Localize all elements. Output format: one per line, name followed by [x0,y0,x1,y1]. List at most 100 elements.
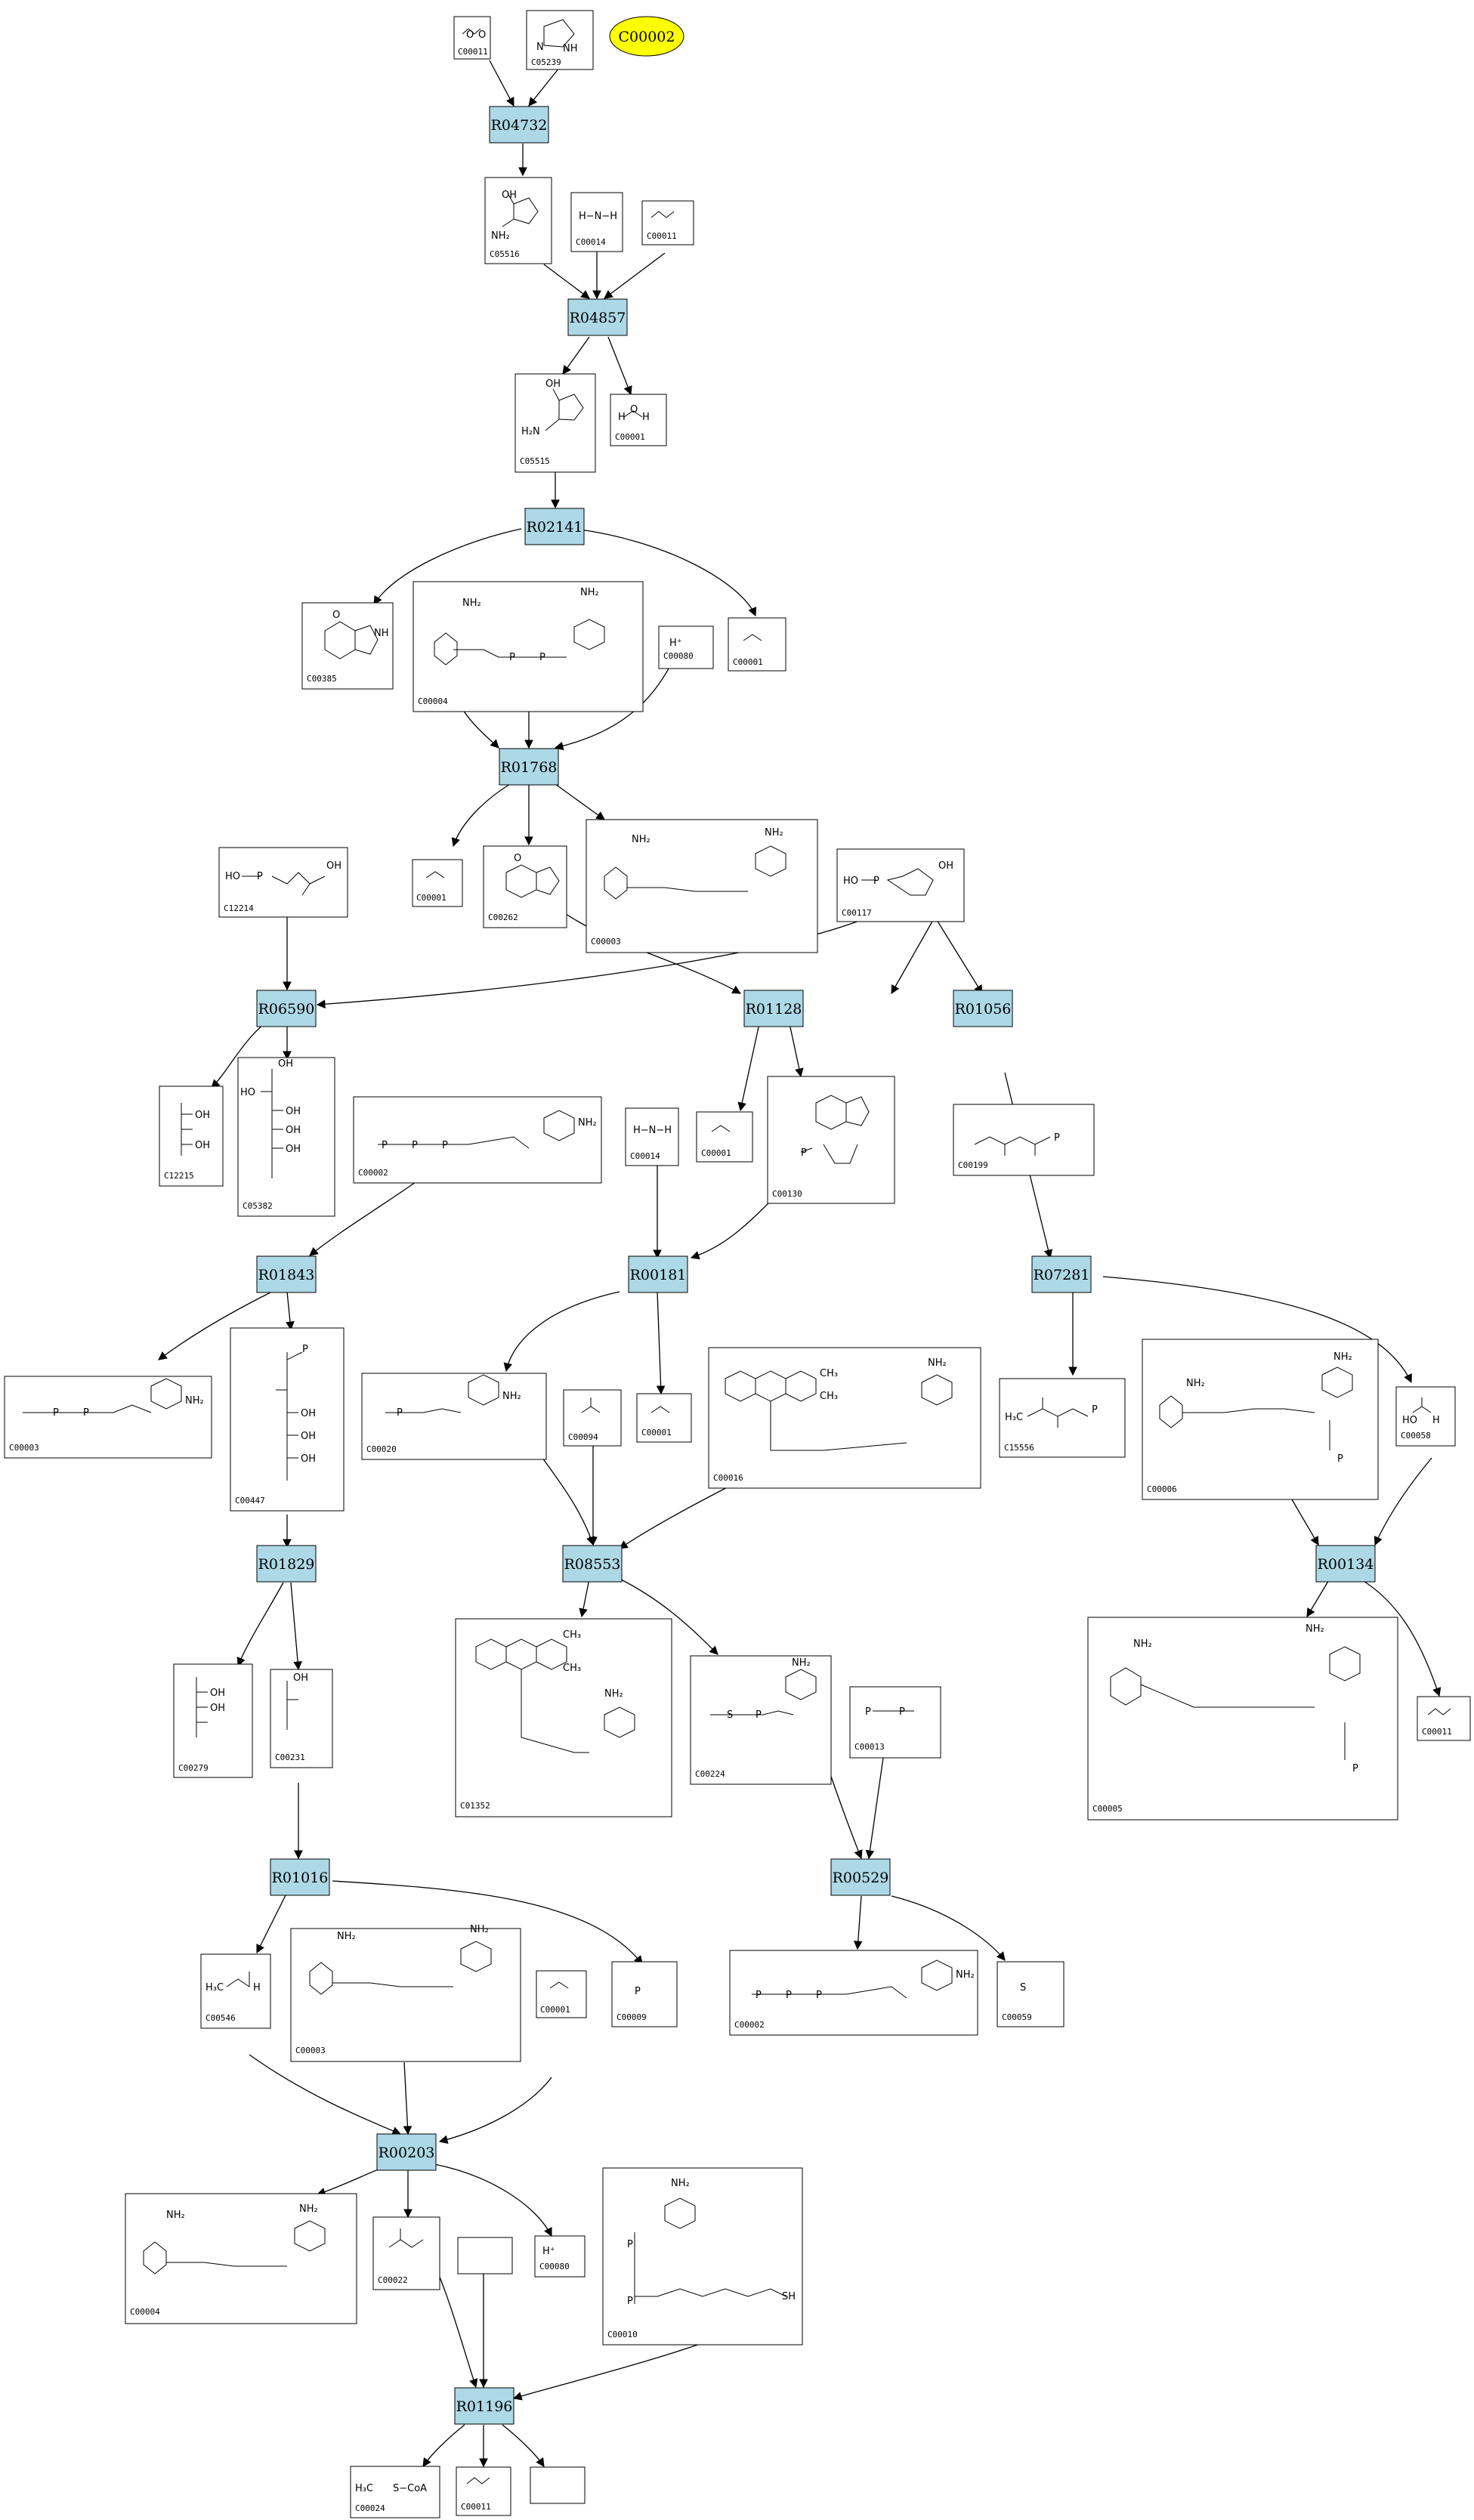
svg-text:C00005: C00005 [1092,1804,1123,1814]
compound-node[interactable]: NH₂ NH₂ P P C00004 [413,581,644,712]
compound-node[interactable]: C00094 [563,1389,622,1447]
svg-text:OH: OH [301,1408,316,1419]
compound-node[interactable]: C00001 [412,859,463,907]
reaction-node[interactable]: R00203 [376,2133,437,2171]
compound-node[interactable]: NH₂ NH₂ P C00005 [1087,1617,1398,1821]
compound-node[interactable]: P C00199 [953,1104,1095,1176]
compound-node[interactable]: P P C00013 [849,1686,941,1759]
compound-node[interactable]: P NH₂ C00020 [361,1373,547,1460]
svg-text:CH₃: CH₃ [820,1368,838,1379]
svg-text:NH₂: NH₂ [1333,1351,1352,1363]
compound-node[interactable]: C00011 [1417,1696,1471,1741]
svg-text:P: P [1054,1132,1060,1144]
compound-node[interactable]: NH₂ P P SH C00010 [602,2167,803,2346]
compound-node[interactable]: P P NH₂ C00003 [4,1376,212,1459]
compound-node[interactable]: OH HO OH OH OH C05382 [237,1057,335,1217]
svg-text:H₂N: H₂N [521,426,540,437]
reaction-node[interactable]: R01829 [256,1545,317,1583]
reaction-node[interactable]: R04732 [489,106,549,144]
compound-node[interactable]: P P P NH₂ C00002 [353,1096,602,1184]
reaction-node[interactable]: R08553 [562,1545,623,1583]
reaction-node[interactable]: R04857 [567,298,628,336]
empty-compound-box[interactable] [457,2237,513,2274]
compound-node[interactable]: P C00009 [611,1961,678,2027]
compound-node[interactable]: S C00059 [997,1961,1065,2027]
svg-text:HO: HO [240,1087,255,1098]
compound-node[interactable]: NH₂ NH₂ C00003 [586,819,818,953]
reaction-node[interactable]: R01056 [953,990,1013,1027]
reaction-node[interactable]: R01016 [270,1858,330,1896]
svg-text:R07281: R07281 [1034,1267,1090,1283]
reaction-node[interactable]: R01843 [256,1255,317,1293]
svg-text:NH₂: NH₂ [1133,1638,1152,1650]
compound-node[interactable]: C00001 [728,617,786,672]
compound-node[interactable]: C00001 [636,1393,692,1443]
reaction-node[interactable]: R00181 [628,1255,688,1293]
reaction-node[interactable]: R06590 [256,990,317,1027]
compound-node[interactable]: O O C00011 [453,16,491,60]
svg-text:C00199: C00199 [958,1160,988,1170]
reaction-node[interactable]: R01768 [499,748,559,786]
svg-text:NH₂: NH₂ [166,2210,185,2221]
compound-node[interactable]: NH₂ NH₂ P C00006 [1142,1339,1379,1500]
compound-node[interactable]: CH₃ CH₃ NH₂ C01352 [455,1618,672,1817]
compound-node[interactable]: H⁺ C00080 [658,625,714,669]
svg-text:P: P [1352,1763,1358,1774]
compound-node[interactable]: H⁺ C00080 [534,2235,586,2278]
compound-node[interactable]: C00001 [536,1970,587,2018]
svg-text:R04732: R04732 [491,117,548,134]
svg-text:H: H [253,1982,261,1993]
compound-nodes[interactable]: O O C00011 N NH C05239 OH NH₂ C05516 H−N… [4,10,1471,2518]
svg-text:H: H [1432,1415,1440,1426]
compound-node[interactable]: O C00262 [483,845,567,928]
empty-compound-box[interactable] [530,2466,586,2504]
compound-node[interactable]: OH OH C00279 [173,1663,253,1778]
compound-node[interactable]: NH₂ NH₂ C00004 [125,2193,357,2324]
compound-node[interactable]: P C00130 [767,1076,895,1204]
compound-node[interactable]: HO P OH C00117 [836,848,965,922]
svg-text:C00022: C00022 [378,2275,408,2285]
compound-node[interactable]: OH C00231 [270,1669,333,1768]
compound-node[interactable]: CH₃ CH₃ NH₂ C00016 [708,1347,981,1489]
reaction-node[interactable]: R01196 [454,2387,515,2425]
compound-node[interactable]: H−N−H C00014 [570,192,623,252]
svg-text:OH: OH [286,1144,301,1155]
compound-node[interactable]: OH NH₂ C05516 [484,177,552,264]
reaction-node[interactable]: R01128 [743,990,804,1027]
compound-node[interactable]: P P P NH₂ C00002 [729,1950,978,2036]
compound-node[interactable]: H₃C S−CoA C00024 [350,2466,440,2518]
compound-node[interactable]: N NH C05239 [526,10,594,70]
compound-node[interactable]: C00011 [456,2466,511,2516]
svg-text:P: P [816,1990,822,2001]
svg-text:P: P [756,1990,762,2001]
reaction-node[interactable]: R00529 [830,1858,891,1896]
reaction-node[interactable]: R07281 [1031,1255,1092,1293]
svg-text:R01128: R01128 [746,1001,802,1018]
compound-node[interactable]: OH H₂N C05515 [515,373,596,473]
compound-node[interactable]: P OH OH OH C00447 [230,1327,345,1512]
svg-text:OH: OH [545,378,561,390]
svg-text:C00130: C00130 [772,1189,802,1199]
highlight-compound-ellipse[interactable]: C00002 [609,16,684,57]
reaction-nodes[interactable]: R04732 R04857 R02141 R01768 R06590 R0112… [256,106,1376,2425]
compound-node[interactable]: S P NH₂ C00224 [690,1655,832,1785]
svg-text:C00003: C00003 [591,937,621,947]
compound-node[interactable]: HO H C00058 [1395,1386,1456,1447]
compound-node[interactable]: OH OH C12215 [159,1086,224,1187]
compound-node[interactable]: C00001 [696,1111,753,1163]
compound-node[interactable]: C00022 [372,2216,440,2290]
compound-node[interactable]: HO P OH C12214 [218,847,348,918]
compound-node[interactable]: O NH C00385 [301,602,394,690]
svg-text:NH₂: NH₂ [580,587,599,598]
compound-node[interactable]: H O H C00001 [610,394,667,446]
svg-text:P: P [53,1407,59,1419]
svg-text:C00058: C00058 [1401,1431,1431,1441]
compound-node[interactable]: H₃C H C00546 [200,1953,271,2029]
svg-text:H−N−H: H−N−H [579,211,617,222]
reaction-node[interactable]: R00134 [1315,1545,1376,1583]
compound-node[interactable]: H−N−H C00014 [625,1107,679,1166]
reaction-node[interactable]: R02141 [524,508,585,545]
compound-node[interactable]: H₃C P C15556 [999,1378,1126,1458]
compound-node[interactable]: C00011 [641,200,694,246]
compound-node[interactable]: NH₂ NH₂ C00003 [290,1924,521,2062]
